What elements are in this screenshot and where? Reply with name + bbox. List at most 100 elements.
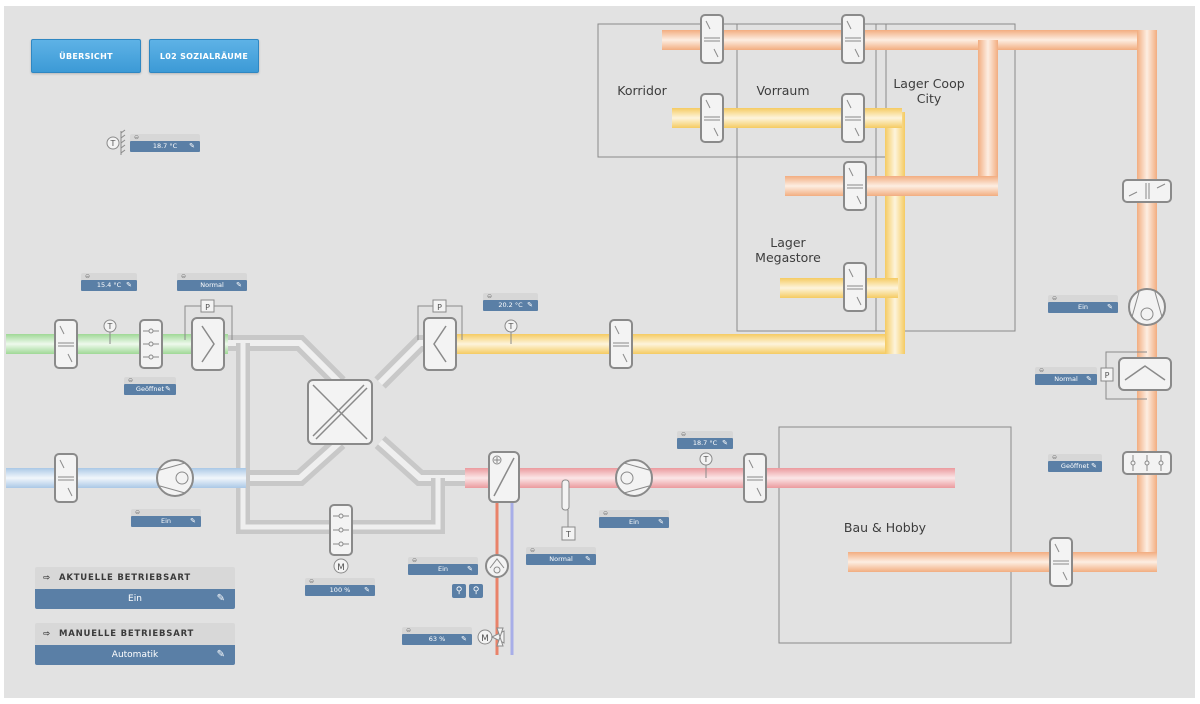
outside-temp-value[interactable]: 18.7 °C✎ bbox=[130, 141, 200, 152]
value-text: Ein bbox=[1077, 303, 1089, 311]
value-text: Normal bbox=[549, 555, 573, 563]
overview-button[interactable]: ÜBERSICHT bbox=[31, 39, 141, 73]
extract-fan-value[interactable]: Ein ✎ bbox=[1048, 302, 1118, 313]
damper-icon[interactable] bbox=[843, 161, 867, 211]
damper-icon[interactable] bbox=[700, 14, 724, 64]
outside-temp-widget: ⊖ 18.7 °C✎ bbox=[130, 134, 200, 152]
zoom-icon: ⚲ bbox=[455, 586, 463, 596]
multi-blade-damper-icon[interactable] bbox=[329, 504, 353, 556]
widget-header: ⊖ bbox=[81, 273, 137, 280]
outdoor-temperature-sensor-icon: T bbox=[106, 129, 126, 155]
pump-icon[interactable] bbox=[485, 554, 509, 578]
edit-icon: ✎ bbox=[216, 649, 225, 660]
intake-damper-widget: ⊖ Geöffnet✎ bbox=[124, 377, 176, 395]
damper-icon[interactable] bbox=[843, 262, 867, 312]
duct-supply-air bbox=[455, 108, 905, 354]
temperature-sensor-icon: T bbox=[699, 452, 713, 478]
value-text: Ein bbox=[160, 517, 172, 525]
value-text: 15.4 °C bbox=[96, 281, 122, 289]
extract-fan-icon[interactable] bbox=[1128, 288, 1166, 326]
damper-icon[interactable] bbox=[743, 453, 767, 503]
edit-icon: ✎ bbox=[189, 142, 195, 150]
zoom-in-button[interactable]: ⚲ bbox=[452, 584, 466, 598]
svg-text:T: T bbox=[703, 455, 709, 464]
heater-valve-value[interactable]: 63 % ✎ bbox=[402, 634, 472, 645]
extract-damper-widget: ⊖ Geöffnet✎ bbox=[1048, 454, 1102, 472]
widget-header: ⊖ bbox=[305, 578, 375, 585]
current-mode-panel: ⇨AKTUELLE BETRIEBSART Ein✎ bbox=[35, 567, 235, 609]
room-label-bau-hobby: Bau & Hobby bbox=[843, 520, 927, 535]
edit-icon: ✎ bbox=[658, 518, 664, 526]
bypass-damper-widget: ⊖ 100 %✎ bbox=[305, 578, 375, 596]
heater-pump-value[interactable]: Ein✎ bbox=[408, 564, 478, 575]
edit-icon: ✎ bbox=[461, 635, 467, 643]
edit-icon: ✎ bbox=[216, 593, 225, 604]
manual-mode-label: MANUELLE BETRIEBSART bbox=[58, 629, 195, 639]
filter-icon[interactable] bbox=[191, 317, 225, 371]
damper-icon[interactable] bbox=[54, 453, 78, 503]
heat-recovery-icon[interactable] bbox=[307, 379, 373, 445]
heating-coil-icon[interactable] bbox=[488, 451, 520, 503]
multi-blade-damper-icon[interactable] bbox=[139, 319, 163, 369]
zoom-out-button[interactable]: ⚲ bbox=[469, 584, 483, 598]
damper-icon[interactable] bbox=[700, 93, 724, 143]
multi-blade-damper-icons: M bbox=[139, 319, 1172, 574]
room-bau-hobby bbox=[778, 426, 1012, 644]
edit-icon: ✎ bbox=[364, 586, 370, 594]
exhaust-fan-icon[interactable] bbox=[156, 459, 194, 497]
widget-header: ⊖ bbox=[526, 547, 596, 554]
supply-temp-value[interactable]: 20.2 °C✎ bbox=[483, 300, 538, 311]
filter-icon[interactable] bbox=[1118, 357, 1172, 391]
damper-icon[interactable] bbox=[841, 14, 865, 64]
multi-blade-damper-icon[interactable] bbox=[1122, 451, 1172, 475]
edit-icon: ✎ bbox=[1107, 303, 1113, 311]
widget-header: ⊖ bbox=[599, 510, 669, 517]
ahu-internal-ducts bbox=[225, 335, 470, 534]
supply-after-temp-value[interactable]: 18.7 °C✎ bbox=[677, 438, 733, 449]
room-label-lager-megastore: Lager Megastore bbox=[755, 235, 821, 265]
svg-text:T: T bbox=[565, 530, 571, 539]
damper-icon[interactable] bbox=[841, 93, 865, 143]
current-mode-header: ⇨AKTUELLE BETRIEBSART bbox=[35, 567, 235, 589]
value-text: 63 % bbox=[428, 635, 446, 643]
current-mode-value[interactable]: Ein✎ bbox=[35, 589, 235, 609]
svg-text:T: T bbox=[107, 322, 113, 331]
temperature-sensor-icon: T bbox=[103, 319, 117, 344]
widget-header: ⊖ bbox=[408, 557, 478, 564]
widget-header: ⊖ bbox=[124, 377, 176, 384]
intake-temp-widget: ⊖ 15.4 °C✎ bbox=[81, 273, 137, 291]
damper-icon[interactable] bbox=[609, 319, 633, 369]
manual-mode-panel: ⇨MANUELLE BETRIEBSART Automatik✎ bbox=[35, 623, 235, 665]
intake-filter-value[interactable]: Normal✎ bbox=[177, 280, 247, 291]
manual-mode-value[interactable]: Automatik✎ bbox=[35, 645, 235, 665]
value-text: 18.7 °C bbox=[692, 439, 718, 447]
filter-icon[interactable] bbox=[423, 317, 457, 371]
supply-fan-icon[interactable] bbox=[615, 459, 653, 497]
widget-header: ⊖ bbox=[677, 431, 733, 438]
extract-filter-value[interactable]: Normal✎ bbox=[1035, 374, 1097, 385]
current-mode-label: AKTUELLE BETRIEBSART bbox=[58, 573, 191, 583]
damper-icon[interactable] bbox=[54, 319, 78, 369]
extract-filter-widget: ⊖ Normal✎ bbox=[1035, 367, 1097, 385]
value-text: Ein bbox=[437, 565, 449, 573]
damper-icon[interactable] bbox=[1049, 537, 1073, 587]
bypass-damper-value[interactable]: 100 %✎ bbox=[305, 585, 375, 596]
intake-filter-widget: ⊖ Normal✎ bbox=[177, 273, 247, 291]
valve-icon[interactable]: M bbox=[477, 627, 505, 647]
damper-icon[interactable] bbox=[1122, 179, 1172, 203]
exhaust-fan-value[interactable]: Ein✎ bbox=[131, 516, 201, 527]
extract-damper-value[interactable]: Geöffnet✎ bbox=[1048, 461, 1102, 472]
value-text: 20.2 °C bbox=[498, 301, 523, 309]
intake-damper-value[interactable]: Geöffnet✎ bbox=[124, 384, 176, 395]
frost-thermostat-icon: T bbox=[561, 479, 576, 541]
value-text: Normal bbox=[1054, 375, 1078, 383]
widget-header: ⊖ bbox=[1048, 295, 1118, 302]
rooms-l02-button[interactable]: L02 SOZIALRÄUME bbox=[149, 39, 259, 73]
value-text: Geöffnet bbox=[1060, 462, 1090, 470]
widget-header: ⊖ bbox=[130, 134, 200, 141]
frost-thermostat-value[interactable]: Normal✎ bbox=[526, 554, 596, 565]
supply-fan-value[interactable]: Ein✎ bbox=[599, 517, 669, 528]
intake-temp-value[interactable]: 15.4 °C✎ bbox=[81, 280, 137, 291]
edit-icon: ✎ bbox=[236, 281, 242, 289]
